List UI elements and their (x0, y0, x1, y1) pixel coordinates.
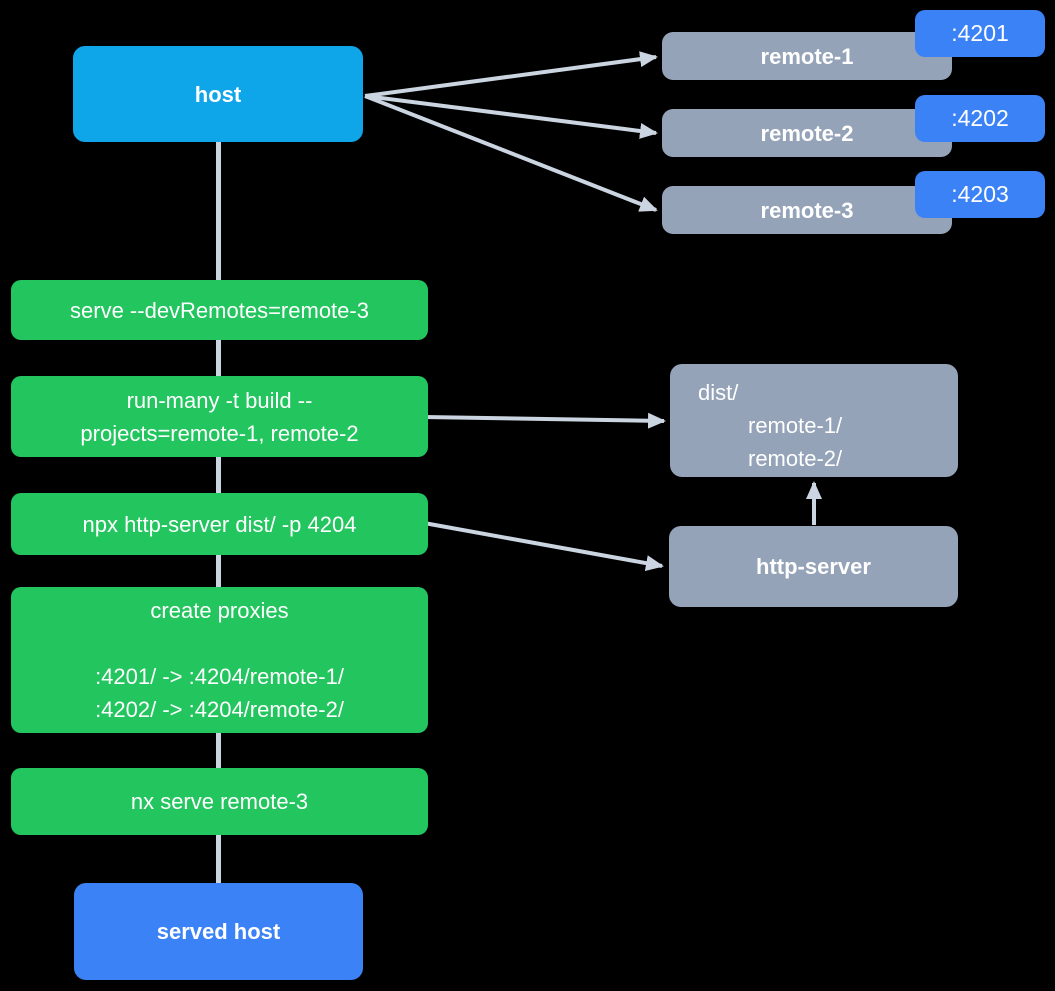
npx-http-server-command-text: npx http-server dist/ -p 4204 (82, 511, 357, 537)
remote-3-label: remote-3 (760, 197, 854, 223)
host-label: host (194, 81, 242, 107)
connector-npx-to-http-server (423, 521, 664, 572)
nx-serve-command-text: nx serve remote-3 (130, 789, 309, 814)
http-server-label: http-server (756, 554, 871, 579)
remote-1-port: :4201 (951, 20, 1009, 46)
remote-2-label: remote-2 (760, 120, 854, 146)
connector-build-to-dist (423, 412, 666, 429)
dist-root-line: dist/ (698, 380, 739, 405)
connector-host-to-remote-2 (364, 94, 658, 139)
served-host-node: served host (74, 883, 363, 980)
dist-remote-1-line: remote-1/ (748, 413, 843, 438)
run-many-command-text: run-many -t build -- projects=remote-1, … (80, 387, 359, 446)
nx-serve-command-node: nx serve remote-3 (11, 768, 428, 835)
create-proxies-command-text: create proxies :4201/ -> :4204/remote-1/… (95, 598, 344, 722)
remote-3-node: remote-3 (662, 186, 952, 234)
remote-1-port-badge: :4201 (915, 10, 1045, 57)
remote-1-label: remote-1 (760, 43, 854, 69)
http-server-node: http-server (669, 526, 958, 607)
remote-1-node: remote-1 (662, 32, 952, 80)
remote-2-port: :4202 (951, 105, 1009, 131)
serve-command-text: serve --devRemotes=remote-3 (70, 297, 369, 323)
create-proxies-command-node: create proxies :4201/ -> :4204/remote-1/… (11, 587, 428, 733)
connector-host-to-remote-1 (364, 51, 658, 98)
serve-command-node: serve --devRemotes=remote-3 (11, 280, 428, 340)
npx-http-server-command-node: npx http-server dist/ -p 4204 (11, 493, 428, 555)
dist-folder-node: dist/ remote-1/ remote-2/ (670, 364, 958, 477)
dist-remote-2-line: remote-2/ (748, 446, 843, 471)
host-node: host (73, 46, 363, 142)
remote-3-port: :4203 (951, 181, 1009, 207)
remote-3-port-badge: :4203 (915, 171, 1045, 218)
connector-host-to-remote-3 (364, 94, 658, 212)
remote-2-port-badge: :4202 (915, 95, 1045, 142)
served-host-label: served host (156, 919, 281, 944)
run-many-command-node: run-many -t build -- projects=remote-1, … (11, 376, 428, 457)
remote-2-node: remote-2 (662, 109, 952, 157)
